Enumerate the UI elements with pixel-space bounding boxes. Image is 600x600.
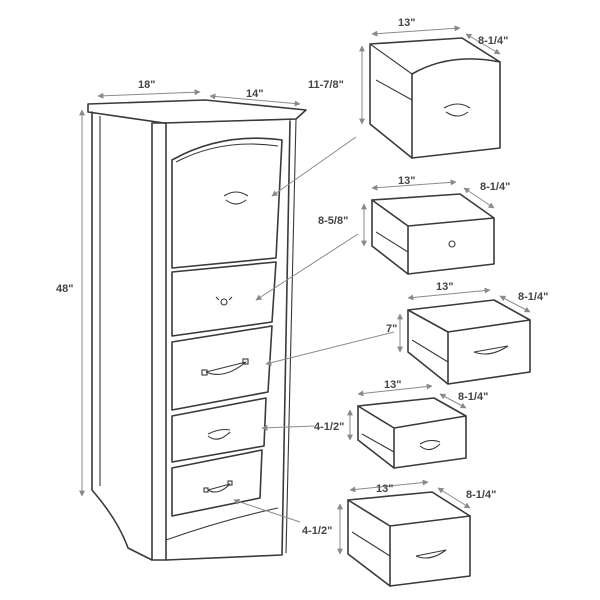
- drawer-4-width-label: 13": [384, 379, 401, 391]
- cabinet-dimensions: 18" 14" 48": [56, 79, 301, 497]
- drawer-2-width-label: 13": [398, 175, 415, 187]
- drawer-detail-5: 13" 8-1/4" 4-1/2": [233, 479, 496, 587]
- drawer-3-width-label: 13": [436, 281, 453, 293]
- cabinet: [87, 99, 307, 561]
- drawer-detail-2: 13" 8-1/4" 8-5/8": [255, 175, 510, 301]
- cabinet-drawer-4: [171, 397, 267, 463]
- drawer-1-depth-label: 8-1/4": [478, 35, 508, 47]
- cabinet-left-side: [91, 111, 153, 561]
- bail-pull-icon: [415, 549, 447, 559]
- ring-pull-icon: [448, 240, 456, 248]
- drawer-detail-4: 13" 8-1/4" 4-1/2": [261, 379, 488, 469]
- drawer-1-width-label: 13": [398, 17, 415, 29]
- drawer-5-height-label: 4-1/2": [302, 525, 332, 537]
- drawer-4-height-label: 4-1/2": [314, 421, 344, 433]
- cabinet-height-label: 48": [56, 283, 73, 295]
- cabinet-drawer-1: [171, 137, 283, 269]
- bail-pull-icon: [473, 345, 509, 355]
- cabinet-front-frame: [151, 122, 167, 561]
- drawer-4-depth-label: 8-1/4": [458, 391, 488, 403]
- drawer-5-width-label: 13": [376, 483, 393, 495]
- cabinet-drawer-2: [171, 261, 277, 337]
- cabinet-depth-dimension: [209, 93, 301, 107]
- drawer-detail-3: 13" 8-1/4" 7": [265, 281, 548, 385]
- cabinet-width-dimension: [97, 89, 201, 99]
- cabinet-drawer-3: [171, 325, 273, 411]
- drawer-2-height-label: 8-5/8": [318, 215, 348, 227]
- cabinet-width-label: 18": [138, 79, 155, 91]
- drawer-1-height-label: 11-7/8": [308, 79, 344, 91]
- cup-pull-icon: [443, 103, 471, 117]
- drawer-detail-1: 13" 8-1/4" 11-7/8": [271, 17, 508, 197]
- drawer-3-height-label: 7": [386, 323, 397, 335]
- cup-pull-icon: [419, 439, 441, 451]
- cabinet-depth-label: 14": [246, 88, 263, 100]
- drawer-2-depth-label: 8-1/4": [480, 181, 510, 193]
- drawer-5-depth-label: 8-1/4": [466, 489, 496, 501]
- drawer-3-depth-label: 8-1/4": [518, 291, 548, 303]
- cabinet-drawer-5: [171, 449, 263, 517]
